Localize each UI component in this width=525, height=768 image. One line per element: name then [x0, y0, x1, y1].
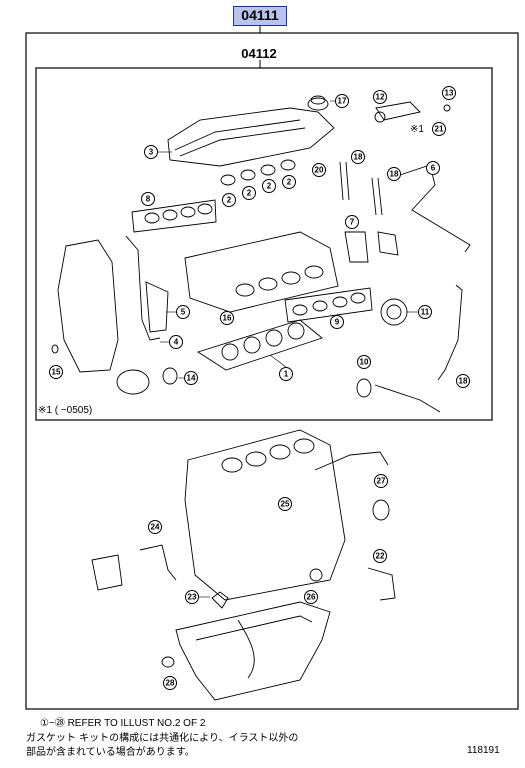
- svg-text:14: 14: [187, 374, 196, 383]
- svg-text:23: 23: [188, 593, 197, 602]
- callout-4: 4: [160, 335, 183, 349]
- svg-text:18: 18: [459, 377, 468, 386]
- svg-text:26: 26: [307, 593, 316, 602]
- footnote-ref: ①~㉘ REFER TO ILLUST NO.2 OF 2: [40, 718, 206, 729]
- callout-28: 28: [163, 676, 177, 690]
- note-21-marker: ※1: [410, 124, 424, 135]
- callout-9: 9: [330, 315, 344, 329]
- svg-text:27: 27: [377, 477, 386, 486]
- svg-text:8: 8: [146, 195, 151, 204]
- svg-text:4: 4: [174, 338, 179, 347]
- oil-pan-illustration: [161, 601, 331, 701]
- head-gasket-illustration: [196, 319, 323, 371]
- engine-block-illustration: [91, 429, 396, 609]
- callout-24: 24: [148, 520, 162, 534]
- footnote-jp-2: 部品が含まれている場合があります。: [26, 747, 195, 758]
- callout-2b: 2: [242, 186, 256, 200]
- callout-markers: 1 2 2 2 2 3 4 5 6 7 8 9 10 11 12 13 14 1…: [49, 86, 470, 690]
- outer-frame: [25, 32, 519, 710]
- valve-parts-illustration: [339, 101, 471, 413]
- svg-text:1: 1: [284, 370, 289, 379]
- callout-3: 3: [144, 145, 172, 159]
- callout-5: 5: [166, 305, 190, 319]
- svg-text:5: 5: [181, 308, 186, 317]
- note-range: ※1 ( −0505): [38, 405, 93, 416]
- callout-13: 13: [442, 86, 456, 100]
- svg-text:7: 7: [350, 218, 355, 227]
- exhaust-gasket-illustration: [284, 287, 373, 323]
- callout-1: 1: [269, 354, 293, 381]
- svg-text:6: 6: [431, 164, 436, 173]
- svg-text:2: 2: [287, 178, 292, 187]
- callout-10: 10: [357, 355, 371, 369]
- callout-20: 20: [312, 163, 326, 177]
- svg-text:11: 11: [421, 308, 430, 317]
- svg-text:9: 9: [335, 318, 340, 327]
- svg-text:2: 2: [247, 189, 252, 198]
- svg-text:25: 25: [281, 500, 290, 509]
- callout-16: 16: [220, 311, 234, 325]
- callout-17: 17: [330, 94, 349, 108]
- callout-26: 26: [304, 590, 318, 604]
- svg-text:2: 2: [227, 196, 232, 205]
- timing-cover-illustration: [51, 235, 178, 395]
- svg-text:2: 2: [267, 182, 272, 191]
- svg-text:18: 18: [354, 153, 363, 162]
- callout-18a: 18: [351, 150, 365, 164]
- callout-18c: 18: [456, 374, 470, 388]
- callout-25: 25: [278, 497, 292, 511]
- svg-text:3: 3: [149, 148, 154, 157]
- callout-2a: 2: [222, 193, 236, 207]
- svg-text:17: 17: [338, 97, 347, 106]
- svg-text:24: 24: [151, 523, 160, 532]
- callout-15: 15: [49, 365, 63, 379]
- svg-text:21: 21: [435, 125, 444, 134]
- callout-7: 7: [345, 215, 359, 229]
- callout-8: 8: [141, 192, 155, 206]
- footnote-jp-1: ガスケット キットの構成には共通化により、イラスト以外の: [26, 733, 299, 744]
- callout-11: 11: [407, 305, 432, 319]
- cylinder-head-cover-illustration: [167, 95, 335, 167]
- svg-text:13: 13: [445, 89, 454, 98]
- illustration-id: 118191: [467, 745, 500, 756]
- svg-text:18: 18: [390, 170, 399, 179]
- svg-text:10: 10: [360, 358, 369, 367]
- svg-text:12: 12: [376, 93, 385, 102]
- assembly-number-box[interactable]: 04111: [233, 6, 287, 26]
- callout-6: 6: [426, 161, 440, 175]
- callout-2d: 2: [282, 175, 296, 189]
- sub-assembly-number[interactable]: 04112: [241, 46, 277, 61]
- svg-text:15: 15: [52, 368, 61, 377]
- plug-seals-illustration: [220, 159, 296, 186]
- callout-14: 14: [178, 371, 198, 385]
- callout-12: 12: [373, 90, 387, 104]
- callout-21: 21: [432, 122, 446, 136]
- inner-frame: [35, 67, 493, 421]
- callout-2c: 2: [262, 179, 276, 193]
- svg-text:22: 22: [376, 552, 385, 561]
- callout-18b: 18: [387, 167, 401, 181]
- svg-text:16: 16: [223, 314, 232, 323]
- callout-27: 27: [374, 474, 388, 488]
- callout-22: 22: [373, 549, 387, 563]
- cylinder-head-illustration: [184, 231, 339, 313]
- intake-gasket-illustration: [131, 199, 217, 233]
- svg-text:28: 28: [166, 679, 175, 688]
- callout-23: 23: [185, 590, 210, 604]
- svg-text:20: 20: [315, 166, 324, 175]
